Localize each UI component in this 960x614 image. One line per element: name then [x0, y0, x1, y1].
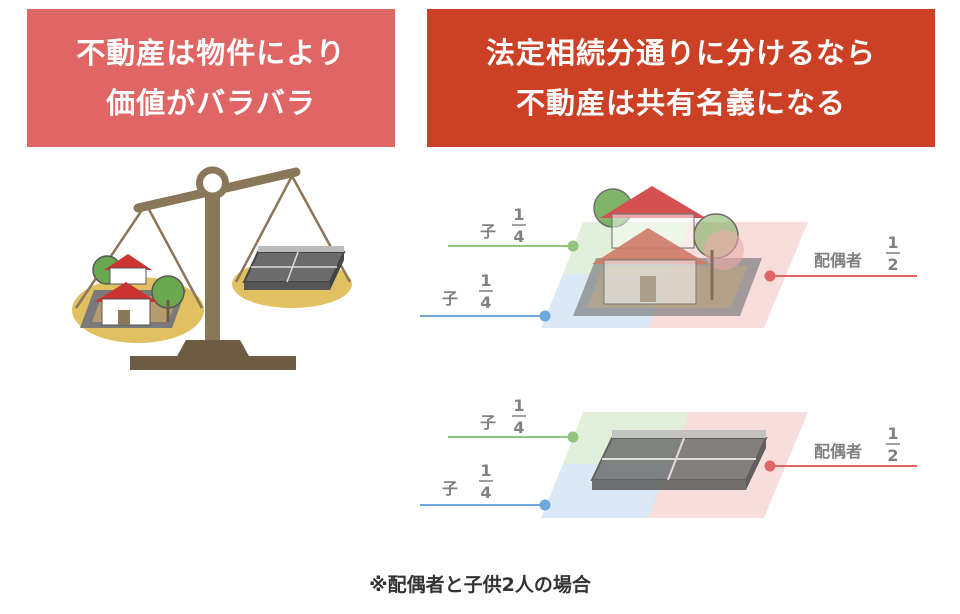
lot-child-b-numerator: 1 — [480, 461, 491, 480]
scale-foot — [130, 356, 296, 370]
spouse-marker — [764, 270, 776, 282]
land-lot-icon — [590, 430, 768, 490]
lot-spouse-denominator: 2 — [887, 446, 898, 465]
balance-scale-illustration — [72, 166, 352, 370]
lot-child-b-denominator: 4 — [480, 483, 491, 502]
banner-left-line1: 不動産は物件により — [76, 36, 346, 70]
lot-spouse-label: 配偶者 — [814, 442, 862, 461]
land-lot-icon — [242, 246, 346, 290]
lot-spouse-numerator: 1 — [887, 424, 898, 443]
banner-right: 法定相続分通りに分けるなら 不動産は共有名義になる — [427, 9, 935, 147]
house-ownership-diagram: 子 1 4 子 1 4 配偶者 1 2 — [420, 186, 917, 328]
house-child-a-label: 子 — [480, 222, 496, 241]
lot-child-b-label: 子 — [442, 479, 458, 498]
house-spouse-numerator: 1 — [887, 233, 898, 252]
banner-right-line2: 不動産は共有名義になる — [515, 86, 846, 120]
lot-child-a-denominator: 4 — [513, 418, 524, 437]
lot-child-a-numerator: 1 — [513, 396, 524, 415]
house-spouse-denominator: 2 — [887, 255, 898, 274]
house-child-a-numerator: 1 — [513, 205, 524, 224]
house-spouse-label: 配偶者 — [814, 251, 862, 270]
child-a-marker — [567, 431, 579, 443]
child-b-marker — [539, 499, 551, 511]
lot-ownership-diagram: 子 1 4 子 1 4 配偶者 1 2 — [420, 396, 917, 518]
scale-pillar — [205, 192, 220, 348]
banner-right-line1: 法定相続分通りに分けるなら — [485, 36, 876, 70]
house-child-b-denominator: 4 — [480, 293, 491, 312]
house-icon — [80, 254, 186, 328]
house-icon — [573, 186, 762, 316]
house-child-b-numerator: 1 — [480, 271, 491, 290]
child-b-marker — [539, 310, 551, 322]
banner-left-line2: 価値がバラバラ — [106, 86, 316, 120]
house-child-a-denominator: 4 — [513, 227, 524, 246]
spouse-marker — [764, 460, 776, 472]
lot-child-a-label: 子 — [480, 413, 496, 432]
house-child-b-label: 子 — [442, 289, 458, 308]
child-a-marker — [567, 240, 579, 252]
scale-ring-icon — [196, 166, 229, 200]
scale-base — [176, 340, 250, 358]
banner-left: 不動産は物件により 価値がバラバラ — [27, 9, 395, 147]
footnote: ※配偶者と子供2人の場合 — [369, 574, 591, 596]
